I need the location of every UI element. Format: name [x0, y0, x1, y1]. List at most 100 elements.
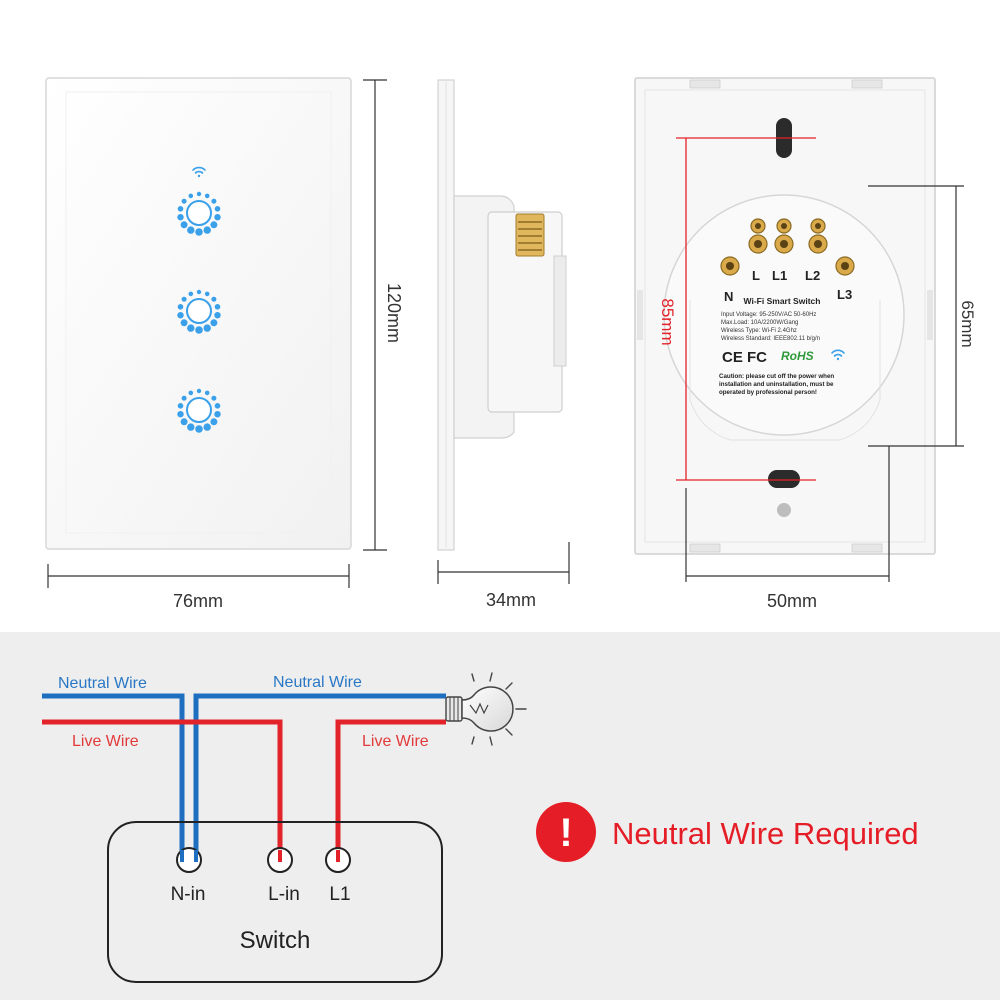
touch-button-dot — [210, 418, 218, 426]
touch-button-dot — [181, 395, 187, 401]
terminal-screw-head — [781, 223, 787, 229]
terminal-screw-head — [814, 240, 822, 248]
terminal-l-in-label: L-in — [268, 884, 300, 905]
terminal-n-in-label: N-in — [171, 884, 206, 905]
touch-button-dot — [195, 425, 203, 433]
wifi-icon — [192, 166, 206, 178]
terminal-screw-head — [726, 262, 734, 270]
touch-button-dot — [181, 296, 187, 302]
touch-button-dot — [177, 304, 184, 310]
touch-button-dot — [196, 289, 202, 295]
touch-button-dot — [203, 423, 211, 431]
touch-button-dot — [180, 418, 188, 426]
terminal-screw-head — [841, 262, 849, 270]
neutral-wire-label-left: Neutral Wire — [58, 675, 147, 692]
touch-button-dot — [211, 198, 217, 204]
touch-button-dot — [211, 296, 217, 302]
touch-button-dot — [188, 291, 194, 297]
terminal-label-l: L — [752, 268, 760, 283]
side-view: 34mm — [437, 79, 570, 610]
back-label-spec-4: Wireless Standard: IEEE802.11 b/g/n — [721, 336, 820, 342]
touch-button-dot — [210, 319, 218, 327]
touch-button-dot — [204, 193, 210, 199]
touch-button-dot — [180, 221, 188, 229]
neutral-wire-label-right: Neutral Wire — [273, 674, 362, 691]
back-module — [663, 194, 905, 436]
side-terminal — [515, 213, 545, 257]
terminal-label-l3: L3 — [837, 287, 852, 302]
mount-spacing-label: 85mm — [658, 298, 677, 345]
module-height-label: 65mm — [958, 300, 977, 347]
touch-button-dot — [177, 312, 184, 319]
height-label: 120mm — [384, 283, 404, 343]
touch-button-dot — [196, 191, 202, 197]
height-dimension — [363, 79, 387, 551]
side-depth-dimension — [437, 542, 570, 584]
touch-button-dot — [214, 403, 221, 409]
warning-icon-mark: ! — [559, 811, 572, 855]
terminal-screw-head — [755, 223, 761, 229]
touch-button-1 — [177, 191, 221, 236]
touch-button-dot — [204, 291, 210, 297]
touch-button-dot — [214, 312, 221, 319]
back-label-spec-2: Max.Load: 10A/2200W/Gang — [721, 320, 798, 326]
module-height-dimension — [868, 185, 964, 447]
back-view: N L L1 L2 L3 Wi-Fi Smart Switch Input Vo… — [634, 77, 977, 611]
touch-button-ring — [186, 397, 212, 423]
ce-fc-marks: CE FC — [722, 349, 767, 366]
touch-button-dot — [180, 319, 188, 327]
terminal-label-n: N — [724, 289, 733, 304]
touch-button-dot — [188, 193, 194, 199]
back-label-spec-1: Input Voltage: 95-250V/AC 50-60Hz — [721, 312, 816, 318]
front-width-dimension — [47, 564, 350, 588]
mount-slot-bottom — [768, 470, 800, 488]
light-bulb-icon — [445, 672, 527, 746]
touch-button-dot — [188, 390, 194, 396]
terminal-label-l2: L2 — [805, 268, 820, 283]
front-panel-inner — [65, 91, 332, 534]
back-width-label: 50mm — [767, 591, 817, 611]
touch-button-dot — [177, 403, 184, 409]
live-wire-label-right: Live Wire — [362, 733, 429, 750]
touch-button-3 — [177, 388, 221, 433]
switch-label: Switch — [240, 927, 311, 954]
touch-button-dot — [203, 324, 211, 332]
touch-button-dot — [177, 214, 184, 221]
touch-button-dot — [181, 198, 187, 204]
back-label-caution-1: Caution: please cut off the power when — [719, 373, 834, 380]
switch-box — [107, 821, 443, 983]
neutral-wire — [42, 693, 446, 854]
touch-button-dot — [204, 390, 210, 396]
front-width-label: 76mm — [173, 591, 223, 611]
touch-button-dot — [187, 324, 195, 332]
wiring-diagram: Neutral Wire Neutral Wire Live Wire Live… — [42, 672, 919, 983]
touch-button-2 — [177, 289, 221, 334]
back-label-title: Wi-Fi Smart Switch — [744, 296, 821, 306]
terminal-screw-head — [780, 240, 788, 248]
touch-button-dot — [214, 206, 221, 212]
back-terminals — [720, 218, 855, 276]
touch-button-dot — [195, 228, 203, 236]
touch-button-dot — [196, 388, 202, 394]
touch-button-dot — [177, 206, 184, 212]
touch-button-ring — [186, 298, 212, 324]
touch-button-dot — [195, 326, 203, 334]
back-label-spec-3: Wireless Type: Wi-Fi 2.4Ghz — [721, 328, 797, 334]
terminal-label-l1: L1 — [772, 268, 787, 283]
side-depth-label: 34mm — [486, 590, 536, 610]
terminal-screw-head — [815, 223, 821, 229]
warning-icon — [536, 802, 596, 862]
live-wire — [42, 719, 446, 856]
touch-button-dot — [187, 226, 195, 234]
touch-button-dot — [214, 214, 221, 221]
back-label-caution-2: installation and uninstallation, must be — [719, 381, 834, 388]
neutral-wire-required-notice: Neutral Wire Required — [612, 816, 919, 851]
touch-button-dot — [210, 221, 218, 229]
terminal-l1-label: L1 — [329, 884, 350, 905]
mount-spacing-dimension — [676, 137, 816, 481]
touch-button-dot — [187, 423, 195, 431]
back-wifi-icon — [831, 349, 845, 361]
back-label-caution-3: operated by professional person! — [719, 389, 817, 396]
terminal-screw-head — [754, 240, 762, 248]
